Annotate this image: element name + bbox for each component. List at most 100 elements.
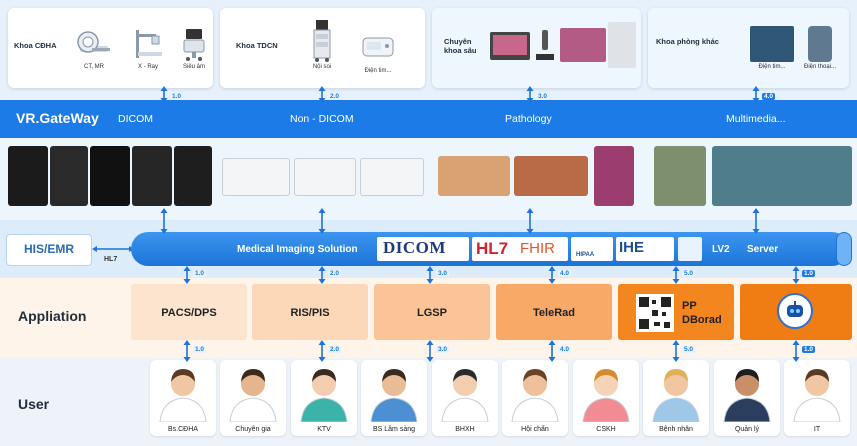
pipe-arrow [526,208,534,234]
card-title: Chuyên khoa sâu [444,37,477,55]
mri-image-thumbnail [132,146,172,206]
app-arrow [672,266,680,284]
app-arrow [426,266,434,284]
server-doc-icon [678,237,702,261]
user-avatar-icon [441,369,489,423]
user-arrow [426,340,434,362]
gateway-band [0,100,857,138]
user-card [220,360,286,436]
his-emr-box [6,234,92,266]
device-label: Điện tim... [758,64,786,70]
user-label: BS Lâm sàng [372,426,416,433]
pipe-arrow [752,208,760,234]
his-emr-label: HIS/EMR [23,242,74,256]
pipe-server-label: Server [747,244,779,255]
version-tag: 2.0 [328,346,342,353]
user-arrow [548,340,556,362]
ct-series-thumbnail [174,146,212,206]
user-label: KTV [317,426,331,433]
app-label: RIS/PIS [290,307,330,319]
user-arrow [318,340,326,362]
histology-slide-photo [594,146,634,206]
version-tag: 2.0 [328,270,342,277]
pipe-lv2-label: LV2 [712,244,730,255]
user-card [432,360,498,436]
user-avatar-icon [511,369,559,423]
pipe-end-cap [836,232,852,266]
user-label: Bs.CĐHA [168,426,198,433]
hipaa-logo: HIPAA [571,237,613,261]
user-label: IT [813,426,821,433]
user-avatar-icon [582,369,630,423]
device-label: Nội soi [312,64,332,70]
pipe-arrow [318,208,326,234]
gateway-arrow [526,86,534,103]
dicom-logo: DICOM [377,237,469,261]
gateway-label-dicom: DICOM [118,113,153,125]
gateway-arrow [160,86,168,103]
user-label: Hội chẩn [521,426,549,433]
user-card [291,360,357,436]
report-screen-thumbnail [294,158,356,196]
version-tag: 4.0 [762,93,776,100]
dicom-logo-text: DICOM [383,238,446,257]
ihe-logo: IHE [616,237,674,261]
ai-bot-icon [777,293,813,329]
app-pacs-dps[interactable] [131,284,247,340]
qr-code-icon [636,294,674,332]
app-label: LGSP [417,307,447,319]
user-label: BHXH [455,426,475,433]
gateway-arrow [318,86,326,103]
app-arrow [548,266,556,284]
user-label: Quản lý [734,426,760,433]
app-label: TeleRad [533,307,575,319]
specimen-photo-2 [514,156,588,196]
hl7-logo-text: HL7 [476,239,509,258]
team-photo [712,146,852,206]
version-tag: 2.0 [328,93,342,100]
version-tag: 1.0 [193,270,207,277]
card-chuyen-khoa-sau: Chuyên khoa sâu [432,8,641,88]
user-card [573,360,639,436]
ihe-logo-text: IHE [619,239,645,256]
version-tag: 5.0 [682,346,696,353]
app-telerad[interactable] [496,284,612,340]
ultrasound-image-thumbnail [90,146,130,206]
user-avatar-icon [300,369,348,423]
ct-image-thumbnail [50,146,88,206]
device-label: Điện thoại... [803,64,837,70]
version-tag: 4.0 [558,346,572,353]
app-label: PACS/DPS [161,307,217,319]
app-ris-pis[interactable] [252,284,368,340]
card-title: Khoa phòng khác [656,37,719,46]
version-tag: 5.0 [682,270,696,277]
application-row-title: Appliation [18,308,87,324]
card-khoa-cdha: Khoa CĐHA CT, MR X - Ray Siêu âm [8,8,213,88]
version-tag: 3.0 [436,270,450,277]
user-avatar-icon [159,369,207,423]
app-label: PP DBorad [682,300,722,326]
device-label: Siêu âm [182,64,205,70]
user-arrow [672,340,680,362]
version-tag: 1.0 [170,93,184,100]
app-lgsp[interactable] [374,284,490,340]
user-card [643,360,709,436]
hl7-fhir-logo: HL7 FHIR [472,237,568,261]
version-tag: 3.0 [536,93,550,100]
user-card [502,360,568,436]
user-avatar-icon [370,369,418,423]
user-row-title: User [18,396,50,412]
user-avatar-icon [793,369,841,423]
version-tag: 4.0 [558,270,572,277]
version-tag: 3.0 [436,346,450,353]
device-label: Điện tim... [364,68,392,74]
user-card [361,360,427,436]
user-avatar-icon [723,369,771,423]
user-label: CSKH [596,426,616,433]
ecg-screen-thumbnail [222,158,290,196]
gateway-label-non-dicom: Non - DICOM [290,113,354,125]
card-khoa-phong-khac: Khoa phòng khác Điện tim... Điện thoại..… [648,8,849,88]
user-card [714,360,780,436]
